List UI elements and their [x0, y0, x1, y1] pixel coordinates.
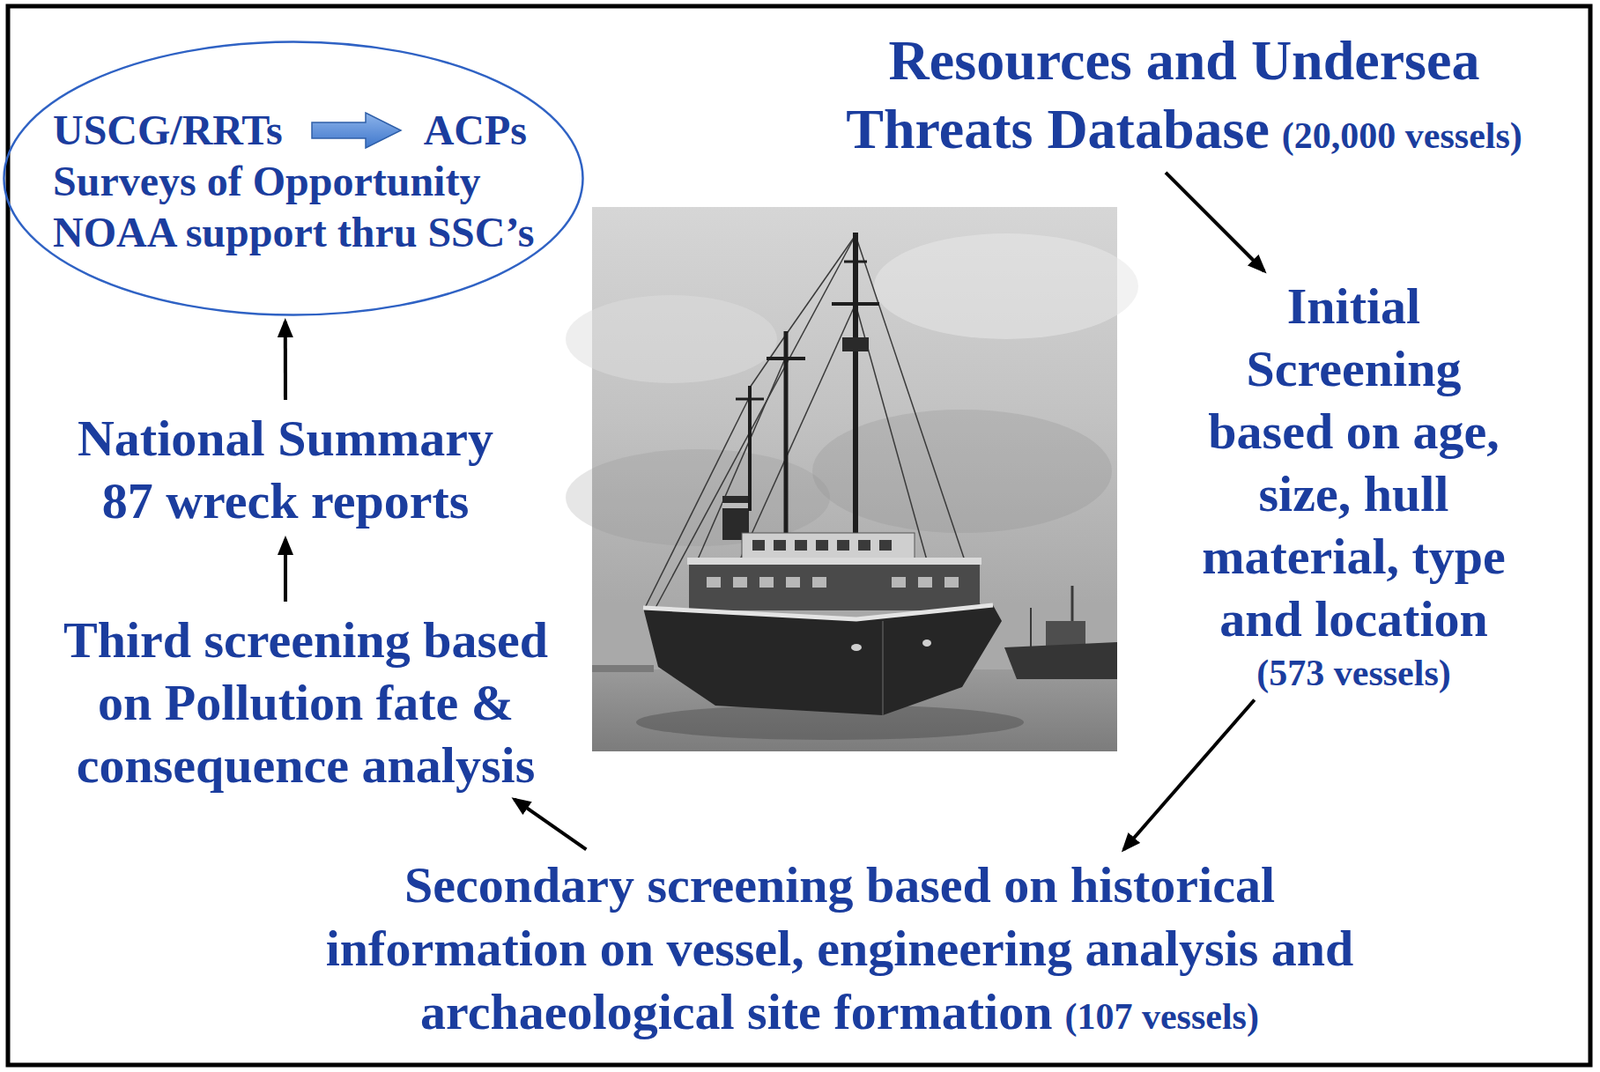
superstructure [688, 564, 980, 611]
mast-yard [831, 302, 880, 306]
mast-yard [735, 398, 764, 401]
window [944, 577, 959, 588]
ellipse-border [4, 42, 584, 316]
ellipse-content: USCG/RRTs ACPsSurveys of OpportunityNOAA … [52, 104, 534, 259]
bow-stem [881, 621, 884, 716]
window [794, 540, 808, 551]
rigging-line [785, 235, 856, 335]
block-arrow-shape [311, 112, 401, 149]
photo-shore [592, 665, 654, 673]
node-heading: Initial Screening based on age, size, hu… [1188, 274, 1519, 651]
hull-mark [851, 644, 862, 652]
plan-label: ACPs [423, 106, 527, 154]
window [759, 577, 774, 588]
action-label: Surveys of Opportunity [52, 155, 534, 208]
flow-arrow [514, 799, 587, 850]
vessel-count: (20,000 vessels) [1281, 115, 1523, 156]
window [918, 577, 933, 588]
block-arrow-symbol [282, 117, 424, 153]
node-heading: Third screening based on Pollution fate … [45, 608, 566, 797]
window [891, 577, 906, 588]
distant-mast [1029, 607, 1032, 648]
window [785, 577, 800, 588]
window [858, 540, 871, 551]
photo-cloud [565, 449, 830, 547]
vessel-count: (573 vessels) [1188, 650, 1519, 697]
agency-label: USCG/RRTs [52, 106, 283, 154]
node-heading: National Summary 87 wreck reports [56, 407, 515, 533]
ship-hull [643, 605, 1002, 716]
photo-cloud [874, 233, 1139, 340]
action-ellipse: USCG/RRTs ACPsSurveys of OpportunityNOAA … [2, 40, 585, 317]
summary-node: National Summary 87 wreck reports [56, 407, 515, 533]
screening-node: Secondary screening based on historical … [297, 853, 1382, 1049]
window [706, 577, 721, 588]
window [879, 540, 892, 551]
distant-ship [1004, 585, 1118, 680]
superstructure-rail [687, 557, 982, 565]
funnel-band [722, 503, 749, 509]
vessel-count: (107 vessels) [1064, 996, 1259, 1038]
window [773, 540, 786, 551]
ship-mast [784, 331, 789, 544]
mast-yard [844, 260, 867, 264]
flow-arrow [283, 321, 288, 400]
bridge-house [741, 533, 915, 560]
window [733, 577, 748, 588]
window [812, 577, 827, 588]
window [815, 540, 829, 551]
flow-arrow [1124, 700, 1255, 851]
action-label: NOAA support thru SSC’s [52, 207, 534, 259]
distant-house [1045, 621, 1086, 648]
database-node: Resources and Undersea Threats Database(… [822, 26, 1546, 171]
distant-hull [1004, 642, 1118, 680]
rigging-line [749, 334, 786, 388]
mast-yard [766, 356, 806, 361]
screening-node: Third screening based on Pollution fate … [45, 608, 566, 797]
block-arrow [311, 111, 403, 149]
deck-windows [706, 577, 959, 588]
deck-edge [643, 605, 993, 620]
photo-cloud [565, 295, 778, 384]
crows-nest [842, 337, 869, 352]
flow-arrow [1165, 172, 1265, 272]
flow-arrow [283, 539, 288, 602]
rigging-line [697, 356, 786, 560]
distant-mast [1071, 585, 1075, 623]
window [837, 540, 850, 551]
ship-photo [565, 207, 1139, 752]
window [752, 540, 765, 551]
screening-node: Initial Screening based on age, size, hu… [1188, 274, 1519, 697]
ship-rigging [644, 235, 980, 608]
hull-mark [922, 639, 932, 647]
ship-mast [748, 385, 752, 512]
bridge-windows [752, 540, 892, 551]
outer-frame [7, 6, 1591, 1066]
